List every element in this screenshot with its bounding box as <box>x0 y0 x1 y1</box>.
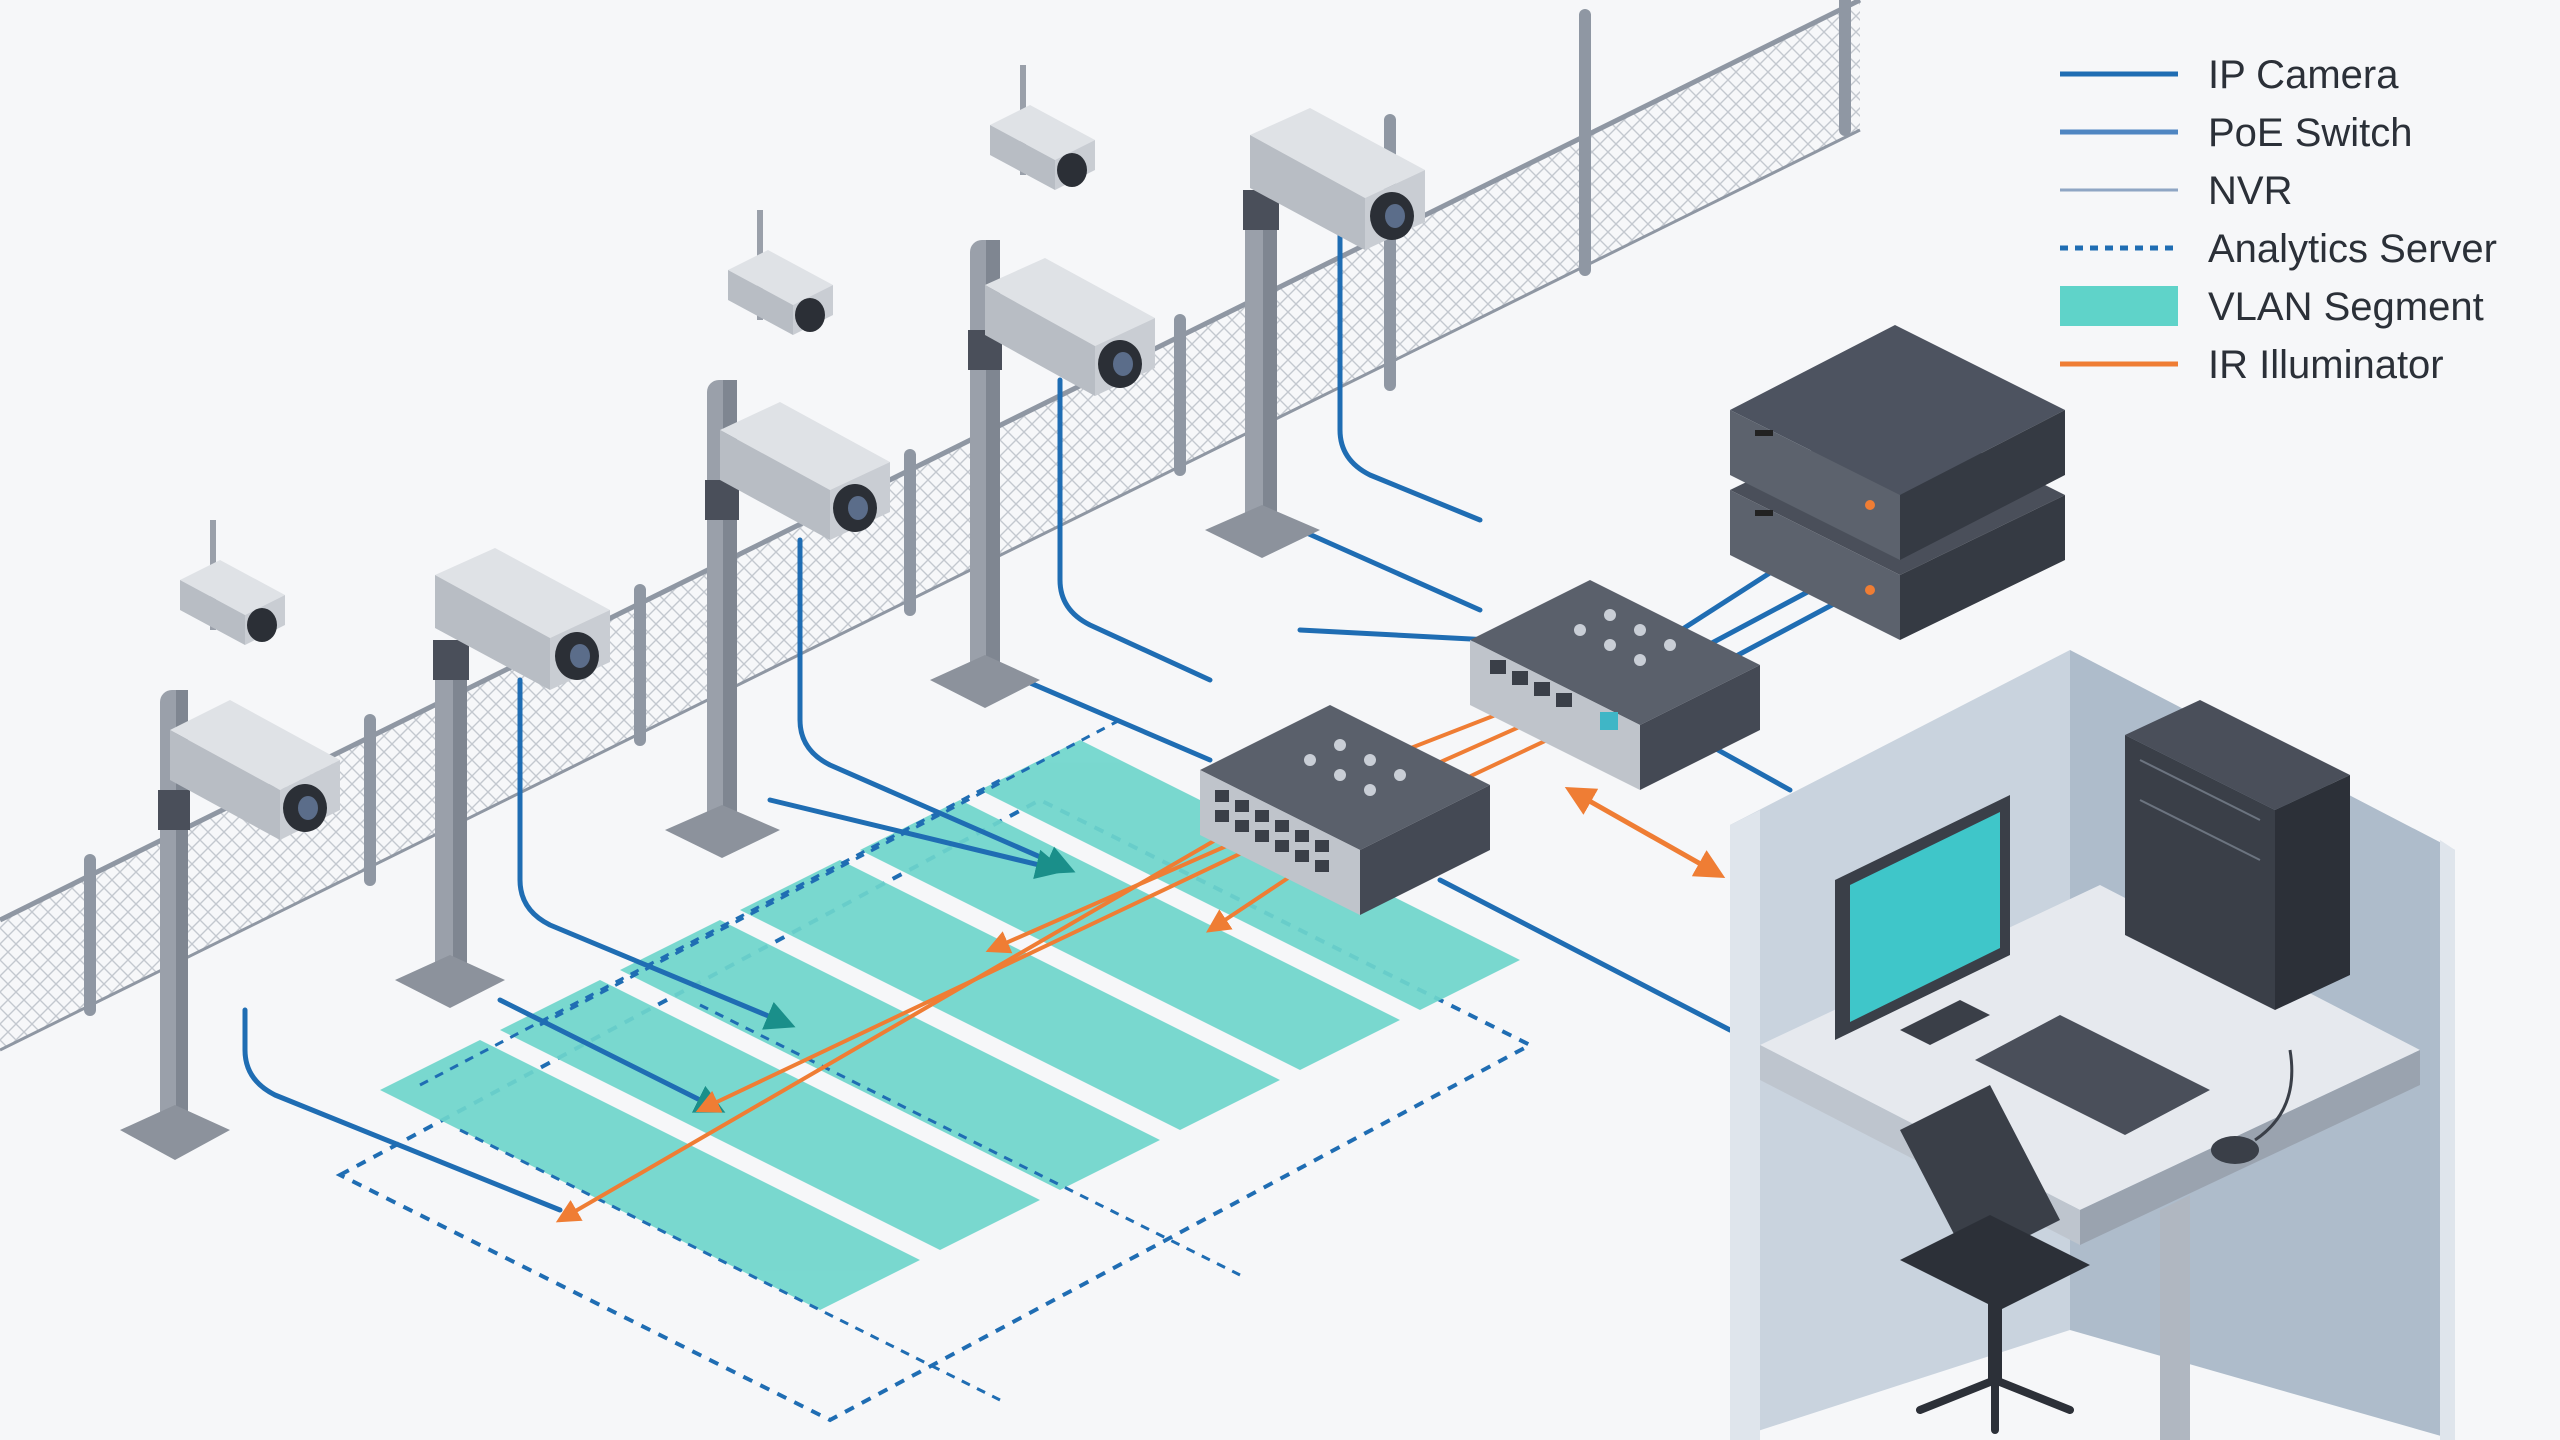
cameras <box>170 105 1425 840</box>
vlan-segment-6 <box>380 1040 920 1310</box>
mouse-icon[interactable] <box>2211 1049 2294 1164</box>
camera-icon-3[interactable] <box>435 548 610 690</box>
legend-label: VLAN Segment <box>2208 285 2484 329</box>
legend-swatch <box>2060 286 2178 326</box>
legend-item-vlan: VLAN Segment <box>2060 285 2484 329</box>
ir-illuminator-links <box>555 688 1726 1223</box>
keyboard-icon[interactable] <box>1975 1015 2210 1135</box>
security-workstation <box>1730 650 2455 1440</box>
legend-item-ip-camera: IP Camera <box>2060 53 2399 97</box>
nvr-unit-icon[interactable] <box>1730 325 2065 560</box>
camera-icon-2[interactable] <box>180 560 285 645</box>
camera-icon-4[interactable] <box>720 402 890 540</box>
legend-label: IR Illuminator <box>2208 343 2444 387</box>
camera-icon-8[interactable] <box>1250 108 1425 250</box>
camera-icon-1[interactable] <box>170 700 340 840</box>
legend-label: Analytics Server <box>2208 227 2497 271</box>
camera-icon-5[interactable] <box>728 250 833 335</box>
office-chair-icon[interactable] <box>1900 1085 2090 1434</box>
legend-item-nvr: NVR <box>2060 169 2292 213</box>
camera-icon-6[interactable] <box>985 258 1155 396</box>
vlan-segment-5 <box>500 980 1040 1250</box>
camera-cables <box>242 227 1863 1213</box>
tower-pc-icon[interactable] <box>2125 700 2350 1010</box>
vlan-segment-2 <box>860 800 1400 1070</box>
poe-switch-secondary-icon[interactable] <box>1470 580 1760 790</box>
legend-label: NVR <box>2208 169 2292 213</box>
legend-label: PoE Switch <box>2208 111 2413 155</box>
vlan-segment-1 <box>980 740 1520 1010</box>
monitor-icon[interactable] <box>1835 795 2010 1045</box>
vlan-segment-4 <box>620 920 1160 1190</box>
poe-switch-main-icon[interactable] <box>1200 705 1490 915</box>
legend-item-poe-switch: PoE Switch <box>2060 111 2413 155</box>
legend-label: IP Camera <box>2208 53 2399 97</box>
camera-icon-7[interactable] <box>990 105 1095 190</box>
legend-item-analytics: Analytics Server <box>2060 227 2497 271</box>
legend-item-ir: IR Illuminator <box>2060 343 2444 387</box>
vlan-segment-3 <box>740 860 1280 1130</box>
vlan-segment-area <box>335 718 1535 1423</box>
